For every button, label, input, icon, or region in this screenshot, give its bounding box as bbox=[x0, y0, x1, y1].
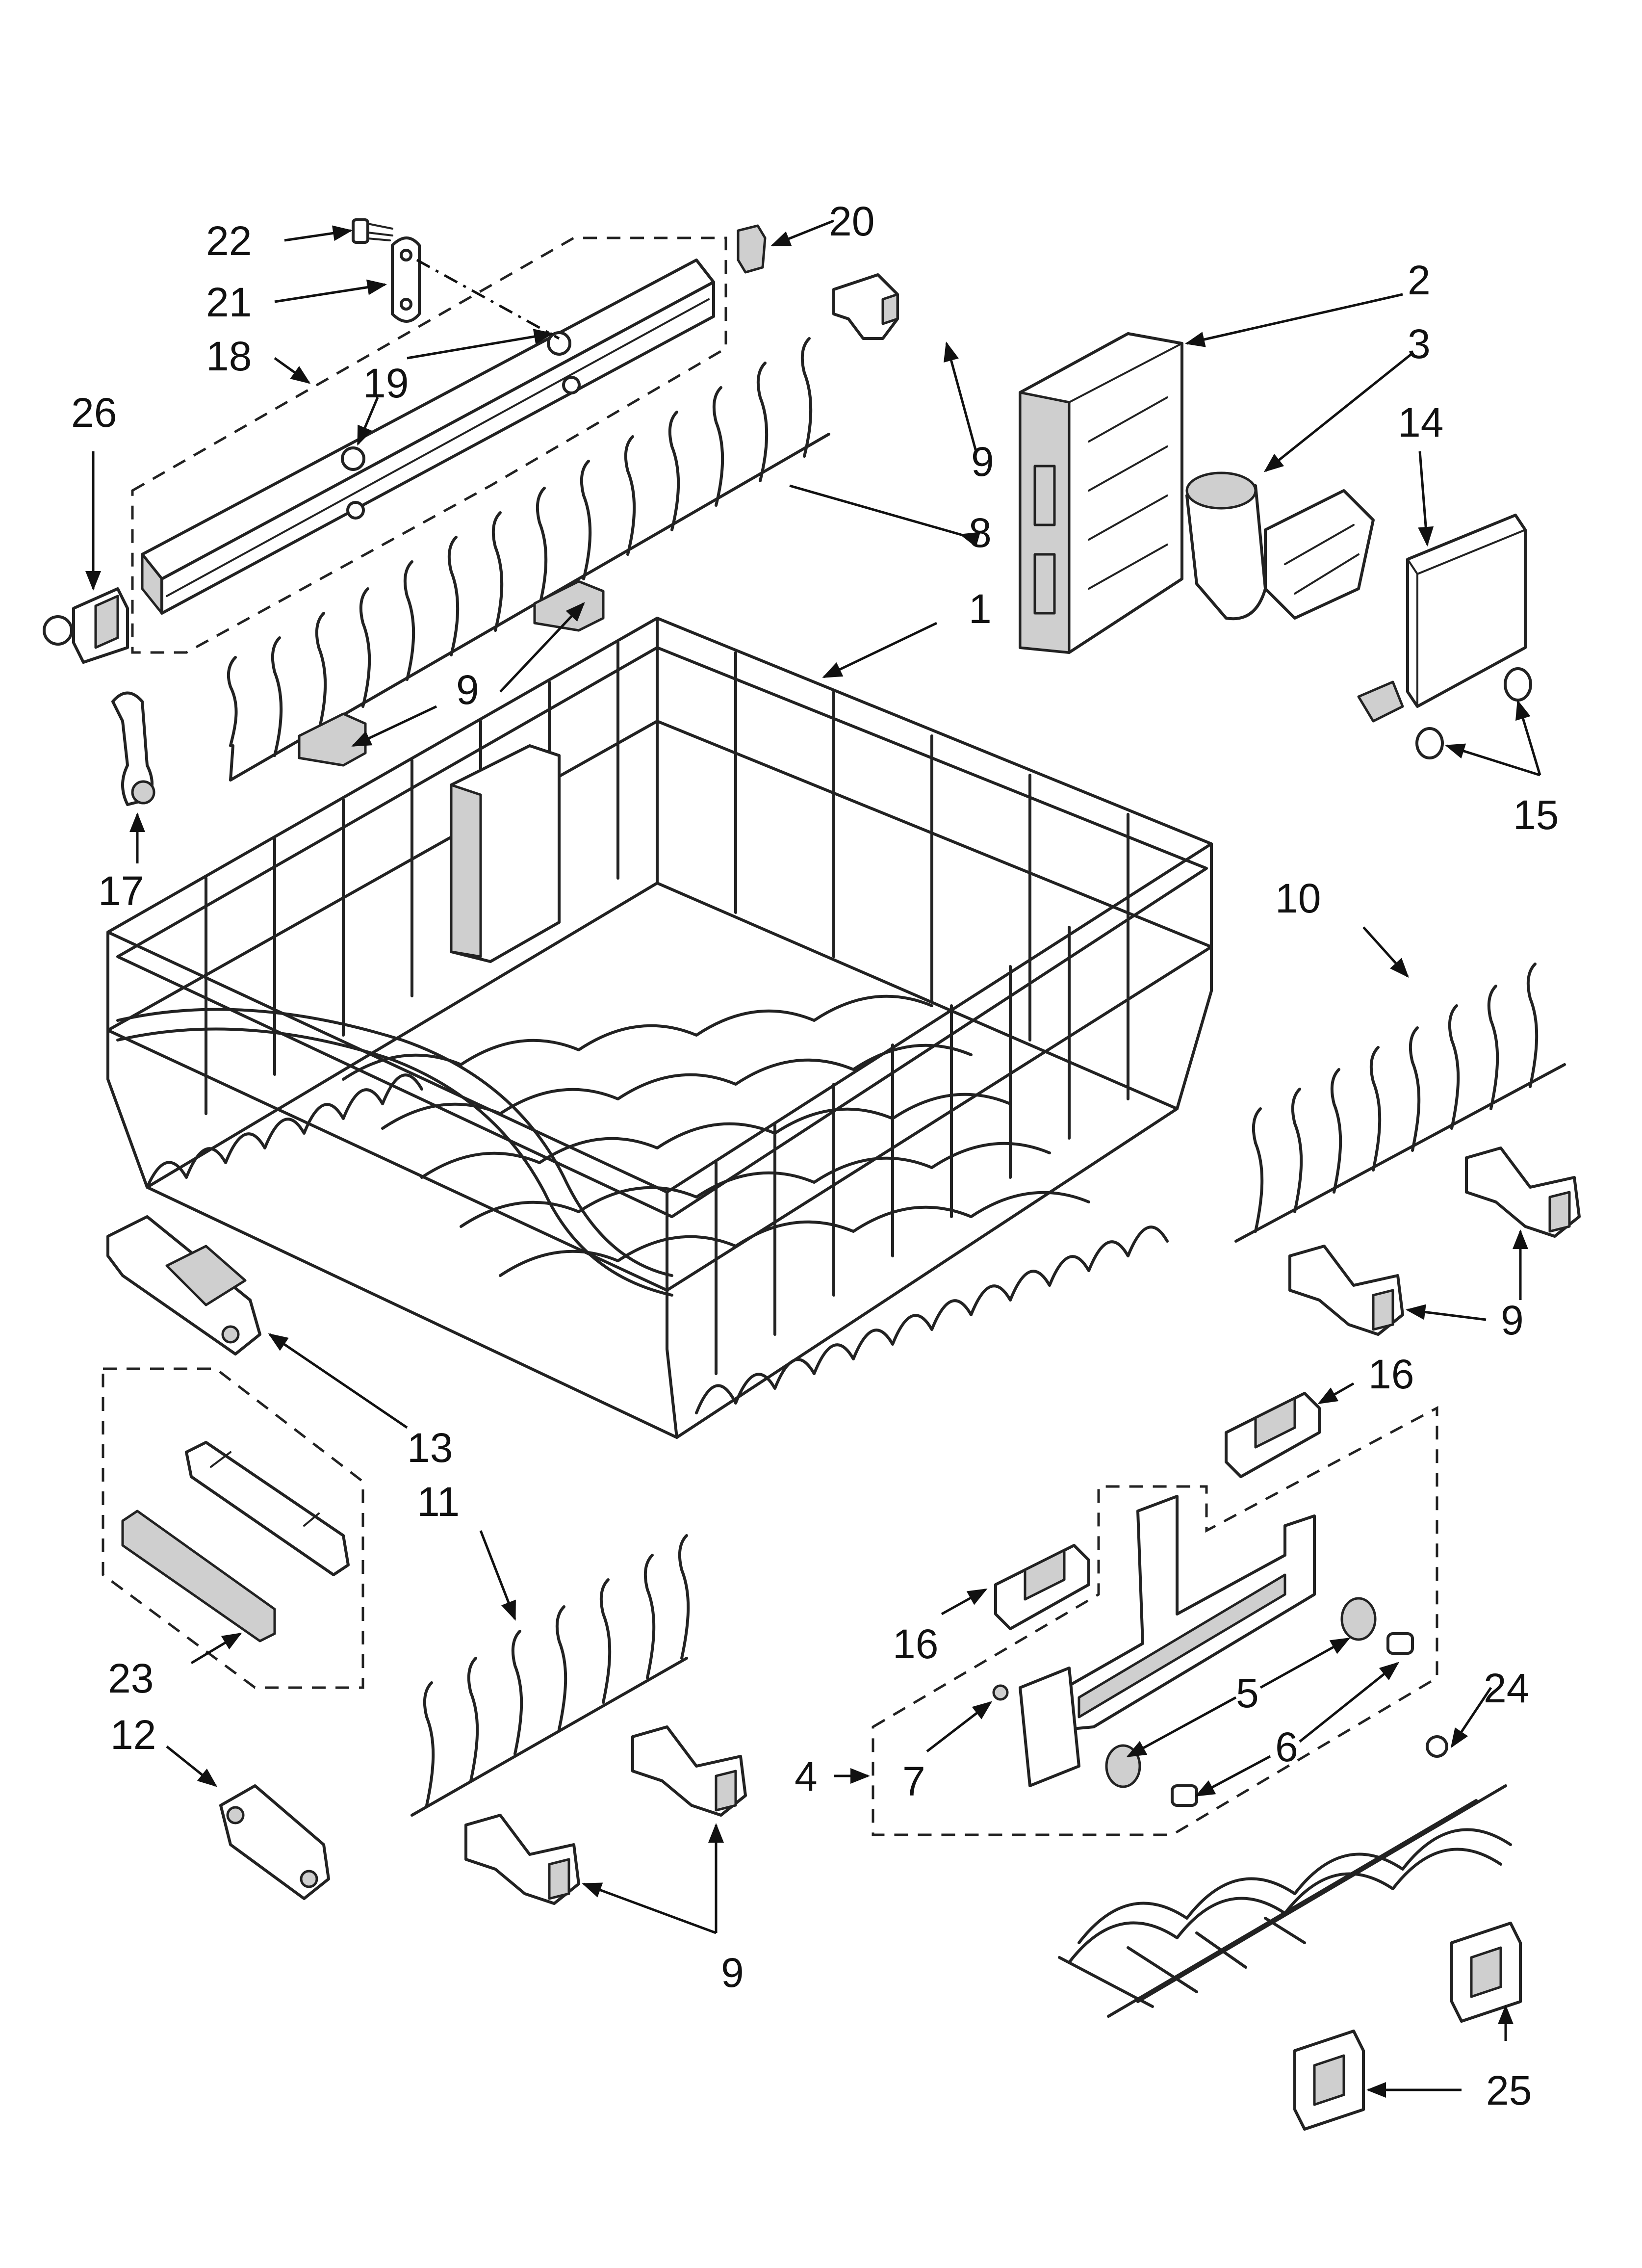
spray-holder-part-2 bbox=[1019, 332, 1183, 654]
callout-18: 18 bbox=[206, 333, 252, 379]
callout-8: 8 bbox=[969, 510, 992, 556]
callout-2: 2 bbox=[1408, 257, 1431, 303]
leader-lines bbox=[85, 219, 1541, 2098]
track-group-outline bbox=[872, 1406, 1438, 1836]
callout-5: 5 bbox=[1236, 1670, 1259, 1716]
callout-24: 24 bbox=[1484, 1665, 1529, 1711]
clip-part-9d bbox=[1465, 1147, 1581, 1238]
callout-11: 11 bbox=[417, 1479, 460, 1525]
callout-1: 1 bbox=[969, 586, 992, 632]
clip-part-20 bbox=[737, 224, 767, 274]
clip-part-25-upper bbox=[1450, 1922, 1522, 2023]
clip-part-17 bbox=[111, 691, 155, 806]
clip-part-9c bbox=[832, 273, 899, 340]
axle-part-6a bbox=[1386, 1632, 1414, 1655]
callout-16-top: 16 bbox=[1368, 1351, 1414, 1397]
tine-frame-part-24 bbox=[1058, 1735, 1512, 2018]
trim-part-23 bbox=[121, 1441, 350, 1642]
clip-part-9b bbox=[298, 712, 367, 767]
callout-10: 10 bbox=[1275, 875, 1321, 921]
callout-9-right: 9 bbox=[1501, 1297, 1524, 1343]
plug-part-15b bbox=[1415, 727, 1444, 759]
callout-13: 13 bbox=[407, 1425, 453, 1471]
wheel-part-5a bbox=[1340, 1597, 1377, 1641]
clip-part-9e bbox=[1288, 1245, 1404, 1336]
tine-row-right bbox=[1234, 963, 1566, 1243]
callout-20: 20 bbox=[829, 198, 874, 244]
clip-part-16-mid bbox=[994, 1544, 1090, 1630]
callout-25: 25 bbox=[1486, 2067, 1532, 2113]
callout-16-mid: 16 bbox=[893, 1621, 938, 1667]
callout-14: 14 bbox=[1398, 399, 1443, 445]
clip-part-9f bbox=[631, 1725, 747, 1817]
callout-12: 12 bbox=[110, 1712, 156, 1758]
guide-part-13 bbox=[106, 1215, 261, 1356]
callout-19: 19 bbox=[363, 360, 409, 406]
end-cap-part bbox=[43, 587, 129, 664]
callout-26: 26 bbox=[71, 390, 117, 436]
callout-23: 23 bbox=[108, 1655, 154, 1701]
callout-labels: 22 21 18 19 20 26 2 3 14 9 8 1 9 15 17 1… bbox=[71, 198, 1559, 2113]
tine-row-bottom-left bbox=[410, 1534, 690, 1817]
bottle-holder-part-3 bbox=[1185, 471, 1375, 621]
clip-part-9g bbox=[464, 1814, 580, 1905]
callout-17: 17 bbox=[98, 868, 144, 914]
track-part-4 bbox=[1019, 1495, 1316, 1787]
clip-part-16-top bbox=[1225, 1392, 1321, 1478]
callout-7: 7 bbox=[902, 1758, 925, 1804]
callout-3: 3 bbox=[1408, 321, 1431, 367]
callout-21: 21 bbox=[206, 279, 252, 325]
clip-part-25-lower bbox=[1293, 2030, 1365, 2131]
callout-6: 6 bbox=[1275, 1724, 1298, 1770]
callout-15: 15 bbox=[1513, 792, 1559, 838]
clip-part-9a bbox=[533, 580, 605, 632]
pin-part-7 bbox=[992, 1684, 1009, 1701]
panel-part-14 bbox=[1357, 514, 1527, 723]
callout-9-bottom: 9 bbox=[721, 1950, 744, 1996]
callout-9-top: 9 bbox=[971, 439, 994, 485]
rail-group-outline bbox=[131, 236, 727, 654]
rail-assembly bbox=[141, 259, 715, 615]
tine-row-top bbox=[227, 337, 830, 782]
callout-4: 4 bbox=[795, 1753, 818, 1799]
rack-basket-part-1 bbox=[106, 617, 1213, 1439]
screw-part bbox=[352, 218, 393, 244]
plug-part-15a bbox=[1504, 667, 1532, 702]
bracket-part bbox=[391, 236, 421, 323]
axle-part-6b bbox=[1171, 1784, 1198, 1807]
callout-9-mid: 9 bbox=[456, 667, 479, 713]
guide-part-12 bbox=[219, 1784, 330, 1900]
callout-22: 22 bbox=[206, 218, 252, 264]
trim-group-outline bbox=[102, 1367, 364, 1689]
